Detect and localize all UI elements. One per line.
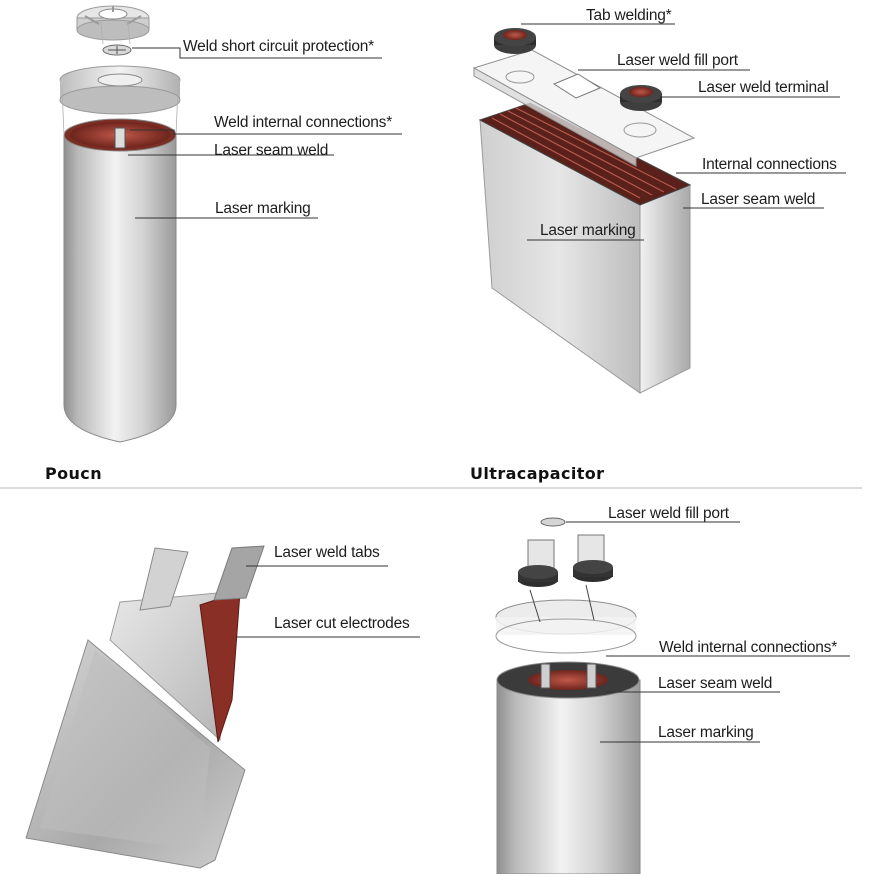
fill-port-square [552, 73, 602, 99]
label-laser-marking: Laser marking [215, 200, 311, 217]
label-weld-internal-connections: Weld internal connections* [214, 114, 393, 131]
pouch-tab-right [213, 545, 265, 601]
pouch-cell [25, 545, 265, 869]
label-weld-internal-connections-ultracap: Weld internal connections* [659, 639, 838, 656]
weld-terminal [620, 85, 662, 111]
cylinder-body [63, 134, 177, 443]
section-title-pouch: Poucn [45, 464, 102, 483]
label-laser-seam-weld-prismatic: Laser seam weld [701, 191, 816, 208]
label-laser-weld-tabs: Laser weld tabs [274, 544, 380, 561]
tab-terminal [494, 28, 536, 54]
label-laser-weld-terminal: Laser weld terminal [698, 79, 829, 96]
label-tab-welding: Tab welding* [586, 7, 672, 24]
ultracap-terminal-left [518, 539, 558, 587]
prismatic-side-face [639, 184, 691, 394]
ultracap-body [496, 679, 641, 874]
pouch-electrode [109, 591, 229, 742]
ultracap-leaders [566, 521, 850, 743]
cylindrical-leaders [128, 47, 402, 219]
label-laser-seam-weld-ultracap: Laser seam weld [658, 675, 773, 692]
ultracapacitor [495, 517, 641, 874]
prismatic-top-opening [478, 102, 692, 206]
label-laser-seam-weld: Laser seam weld [214, 142, 329, 159]
label-internal-connections: Internal connections [702, 156, 837, 173]
label-laser-cut-electrodes: Laser cut electrodes [274, 615, 410, 632]
label-laser-weld-fill-port-ultracap: Laser weld fill port [608, 505, 729, 522]
label-weld-short-circuit-protection: Weld short circuit protection* [183, 38, 374, 55]
fill-port-disc [540, 517, 566, 527]
prismatic-leaders [521, 23, 846, 241]
label-laser-marking-prismatic: Laser marking [540, 222, 636, 239]
pouch-tab-left [139, 547, 189, 611]
cylindrical-cell [59, 5, 181, 443]
label-laser-marking-ultracap: Laser marking [658, 724, 754, 741]
pouch-leaders [236, 565, 420, 638]
center-pin [114, 127, 126, 149]
ultracap-terminal-right [573, 534, 613, 582]
prismatic-cell [472, 28, 696, 394]
label-laser-weld-fill-port: Laser weld fill port [617, 52, 738, 69]
section-title-ultracapacitor: Ultracapacitor [470, 464, 605, 483]
